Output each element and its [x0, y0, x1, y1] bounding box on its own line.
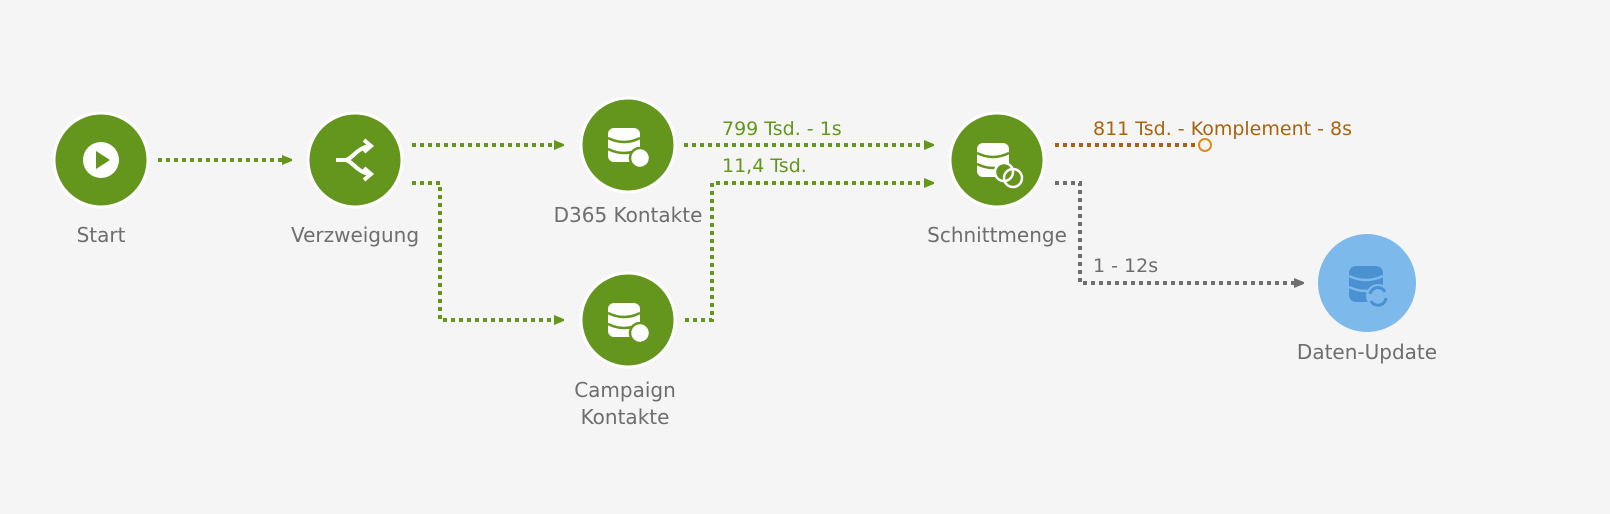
edge-label: 1 - 12s — [1093, 255, 1158, 277]
node-branch[interactable]: Verzweigung — [291, 111, 419, 247]
edge-label: 799 Tsd. - 1s — [722, 118, 842, 140]
node-d365-contacts[interactable]: D365 Kontakte — [554, 96, 703, 227]
output-port-icon[interactable] — [1198, 138, 1212, 152]
node-label: Daten-Update — [1297, 340, 1437, 364]
edge-campaign-to-intersection[interactable]: 11,4 Tsd. — [685, 155, 932, 322]
node-campaign-contacts[interactable]: Campaign Kontakte — [574, 271, 677, 429]
database-refresh-icon — [1348, 266, 1390, 308]
node-data-update[interactable]: Daten-Update — [1297, 234, 1437, 364]
edge-d365-to-intersection[interactable]: 799 Tsd. - 1s — [684, 118, 932, 145]
node-label: Kontakte — [581, 405, 670, 429]
fork-icon — [336, 138, 375, 182]
edge-intersection-to-update[interactable]: 1 - 12s — [1055, 181, 1302, 283]
edge-branch-to-campaign[interactable] — [412, 181, 562, 320]
edge-complement[interactable]: 811 Tsd. - Komplement - 8s — [1055, 118, 1352, 152]
edge-label: 811 Tsd. - Komplement - 8s — [1093, 118, 1352, 140]
database-query-icon — [607, 303, 652, 345]
node-intersection[interactable]: Schnittmenge — [927, 111, 1067, 247]
node-label: Campaign — [574, 378, 676, 402]
play-icon — [83, 142, 119, 178]
node-start[interactable]: Start — [52, 111, 150, 247]
node-label: Verzweigung — [291, 223, 419, 247]
node-label: Start — [77, 223, 126, 247]
node-label: Schnittmenge — [927, 223, 1067, 247]
database-intersection-icon — [976, 143, 1024, 189]
node-label: D365 Kontakte — [554, 203, 703, 227]
database-query-icon — [607, 128, 652, 170]
edge-label: 11,4 Tsd. — [722, 155, 807, 177]
